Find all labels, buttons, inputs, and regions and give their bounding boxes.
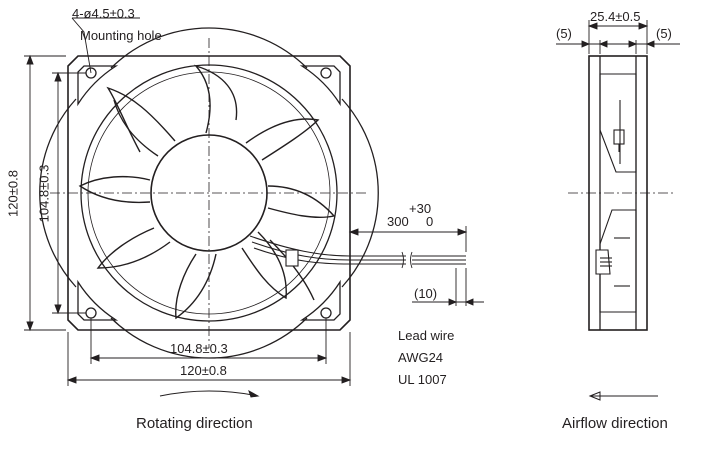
- rotation-arrow: [159, 389, 260, 398]
- side-motor-upper: [599, 73, 637, 173]
- overall-height-dimension: 120±0.8: [5, 170, 21, 217]
- centerlines: [50, 38, 676, 348]
- overall-width-dimension: 120±0.8: [180, 363, 227, 378]
- side-motor-lower: [595, 209, 637, 313]
- mounting-hole-label: Mounting hole: [80, 28, 162, 43]
- mounting-hole: [320, 307, 332, 319]
- right-offset-dimension: (5): [656, 26, 672, 41]
- side-frame: [588, 55, 648, 331]
- rotating-direction-caption: Rotating direction: [136, 415, 253, 432]
- lead-length-value: 300: [387, 214, 409, 229]
- corner-pocket: [299, 65, 341, 107]
- lead-wire-dimensions: [348, 226, 484, 306]
- lead-wire-spec-line: UL 1007: [398, 372, 447, 387]
- side-dimensions: [556, 20, 680, 54]
- fan-frame-inner-ring: [39, 27, 379, 359]
- lead-wire-spec-line: Lead wire: [398, 328, 455, 343]
- mounting-hole-dimension: 4-ø4.5±0.3: [72, 6, 135, 21]
- lead-length-tolerance-lower: 0: [426, 214, 434, 229]
- lead-length-tolerance-upper: +30: [409, 201, 432, 216]
- depth-dimension: 25.4±0.5: [590, 9, 641, 24]
- impeller-blades: [78, 64, 336, 320]
- fan-frame-outline: [67, 55, 351, 331]
- airflow-arrow: [588, 391, 658, 401]
- side-view: [588, 55, 648, 331]
- corner-pocket: [299, 279, 341, 321]
- lead-wire-harness: [249, 235, 351, 267]
- hole-pitch-vertical-dimension: 104.8±0.3: [36, 164, 52, 223]
- corner-pocket: [77, 279, 119, 321]
- left-offset-dimension: (5): [556, 26, 572, 41]
- mounting-hole: [85, 307, 97, 319]
- mounting-hole: [320, 67, 332, 79]
- strip-length-dimension: (10): [414, 286, 438, 301]
- lead-wire: [350, 251, 466, 269]
- lead-wire-spec-line: AWG24: [398, 350, 444, 365]
- front-dimensions: [24, 17, 352, 386]
- hole-pitch-horizontal-dimension: 104.8±0.3: [170, 341, 228, 356]
- airflow-direction-caption: Airflow direction: [562, 415, 668, 432]
- corner-pocket: [77, 65, 119, 107]
